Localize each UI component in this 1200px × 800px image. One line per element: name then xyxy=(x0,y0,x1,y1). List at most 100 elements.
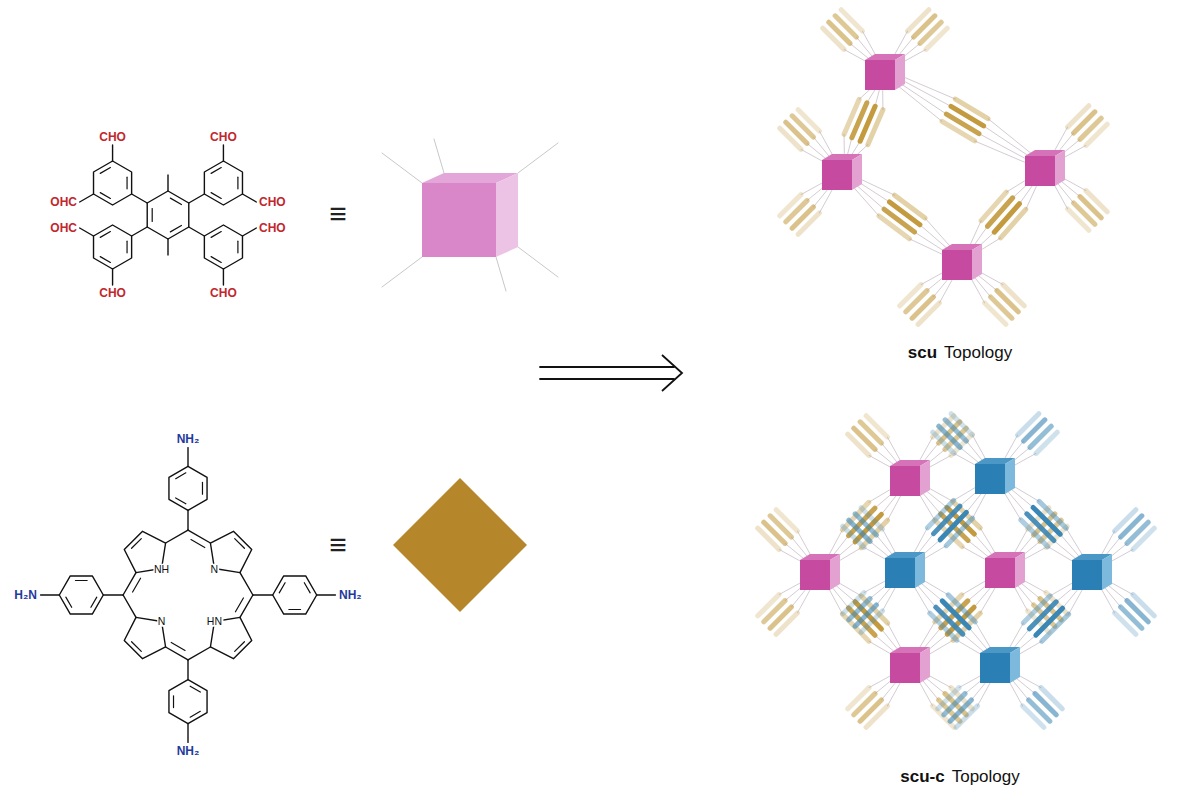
atom-label: N xyxy=(157,616,167,627)
connection-line xyxy=(844,49,869,63)
meso-bond xyxy=(166,647,188,660)
connection-line xyxy=(876,535,893,556)
label-anchor: N xyxy=(157,616,167,627)
connection-line xyxy=(882,529,896,554)
connection-line xyxy=(869,455,894,469)
label-anchor: CHO xyxy=(258,222,287,234)
cube-side xyxy=(830,554,840,590)
double-bond xyxy=(211,168,221,174)
connection-line xyxy=(1050,581,1076,596)
formyl-bond xyxy=(80,194,94,202)
double-bond xyxy=(289,609,301,610)
formyl-label: CHO xyxy=(209,131,238,143)
linker-bar xyxy=(843,593,864,614)
connection-line xyxy=(919,494,934,520)
topology-caption: Topology xyxy=(951,768,1021,785)
connection-line xyxy=(988,119,1032,155)
connection-line xyxy=(909,239,944,256)
ring-bond xyxy=(94,161,132,205)
connection-line xyxy=(887,681,901,706)
connection-line xyxy=(1014,529,1028,554)
connection-line xyxy=(850,43,871,60)
connection-line xyxy=(1014,586,1028,611)
cube-front xyxy=(1025,156,1055,186)
linker-bar xyxy=(942,121,975,141)
topology-name: scu-c xyxy=(899,768,945,785)
double-bond xyxy=(126,177,127,189)
aryl-bond xyxy=(187,510,188,530)
double-bond xyxy=(170,198,181,204)
label-anchor: OHC xyxy=(49,222,78,234)
double-bond xyxy=(237,241,238,253)
linker-bar xyxy=(798,110,819,131)
double-bond xyxy=(176,473,186,479)
cube-front xyxy=(885,558,915,588)
cube-front xyxy=(865,60,895,90)
connection-line xyxy=(382,257,422,287)
connection-line xyxy=(1016,674,1041,688)
linker-bar xyxy=(1133,528,1154,549)
connection-line xyxy=(977,681,991,706)
connection-line xyxy=(970,221,981,245)
double-bond xyxy=(173,696,174,708)
connection-line xyxy=(924,676,945,693)
connection-line xyxy=(978,271,1003,285)
label-anchor: NH₂ xyxy=(176,433,201,445)
connection-line xyxy=(1019,581,1040,598)
double-bond xyxy=(190,686,200,692)
connection-line xyxy=(813,137,830,158)
linker-bar xyxy=(1023,596,1050,623)
label-anchor: OHC xyxy=(49,196,78,208)
ring-bond xyxy=(273,576,317,614)
connection-line xyxy=(887,437,901,462)
connection-line xyxy=(971,278,985,303)
connection-line xyxy=(1108,549,1133,563)
linker-bar xyxy=(780,195,801,216)
meso-bond xyxy=(166,530,188,543)
connection-line xyxy=(915,232,947,253)
connection-line xyxy=(926,455,951,469)
network-cube xyxy=(1072,554,1112,590)
linker-bar xyxy=(844,99,859,134)
connection-line xyxy=(919,681,933,706)
atom-label: HN xyxy=(206,616,223,627)
label-anchor: CHO xyxy=(209,287,238,299)
connection-line xyxy=(856,37,873,58)
connection-line xyxy=(875,449,896,466)
equivalence-sign: ≡ xyxy=(328,530,348,560)
connection-line xyxy=(862,31,876,56)
connection-line xyxy=(975,141,1027,163)
ring-bond xyxy=(169,680,207,724)
double-bond xyxy=(171,642,185,650)
linker-bar xyxy=(1021,520,1048,547)
connection-line xyxy=(518,247,558,277)
connection-line xyxy=(1011,679,1028,700)
cube-front xyxy=(975,464,1005,494)
cube-side xyxy=(496,173,518,257)
connection-line xyxy=(1108,581,1133,595)
aryl-bond xyxy=(187,660,188,680)
connection-line xyxy=(926,674,951,688)
connection-line xyxy=(882,586,896,611)
connection-line xyxy=(807,143,828,160)
connection-line xyxy=(847,138,851,155)
cube-front xyxy=(985,558,1015,588)
connection-line xyxy=(882,91,883,110)
connection-line xyxy=(1021,547,1046,561)
aryl-bond xyxy=(132,227,148,236)
connection-line xyxy=(1048,547,1076,563)
connection-line xyxy=(797,588,811,613)
connection-line xyxy=(1014,676,1035,693)
linker-bar xyxy=(900,285,921,306)
cube-front xyxy=(942,250,972,280)
double-bond xyxy=(191,540,205,548)
connection-line xyxy=(1059,179,1080,196)
connection-line xyxy=(1106,583,1127,600)
connection-line xyxy=(900,83,947,114)
cube-side xyxy=(920,647,930,683)
formyl-bond xyxy=(112,269,113,285)
connection-line xyxy=(957,640,984,656)
network-cube xyxy=(980,647,1020,683)
